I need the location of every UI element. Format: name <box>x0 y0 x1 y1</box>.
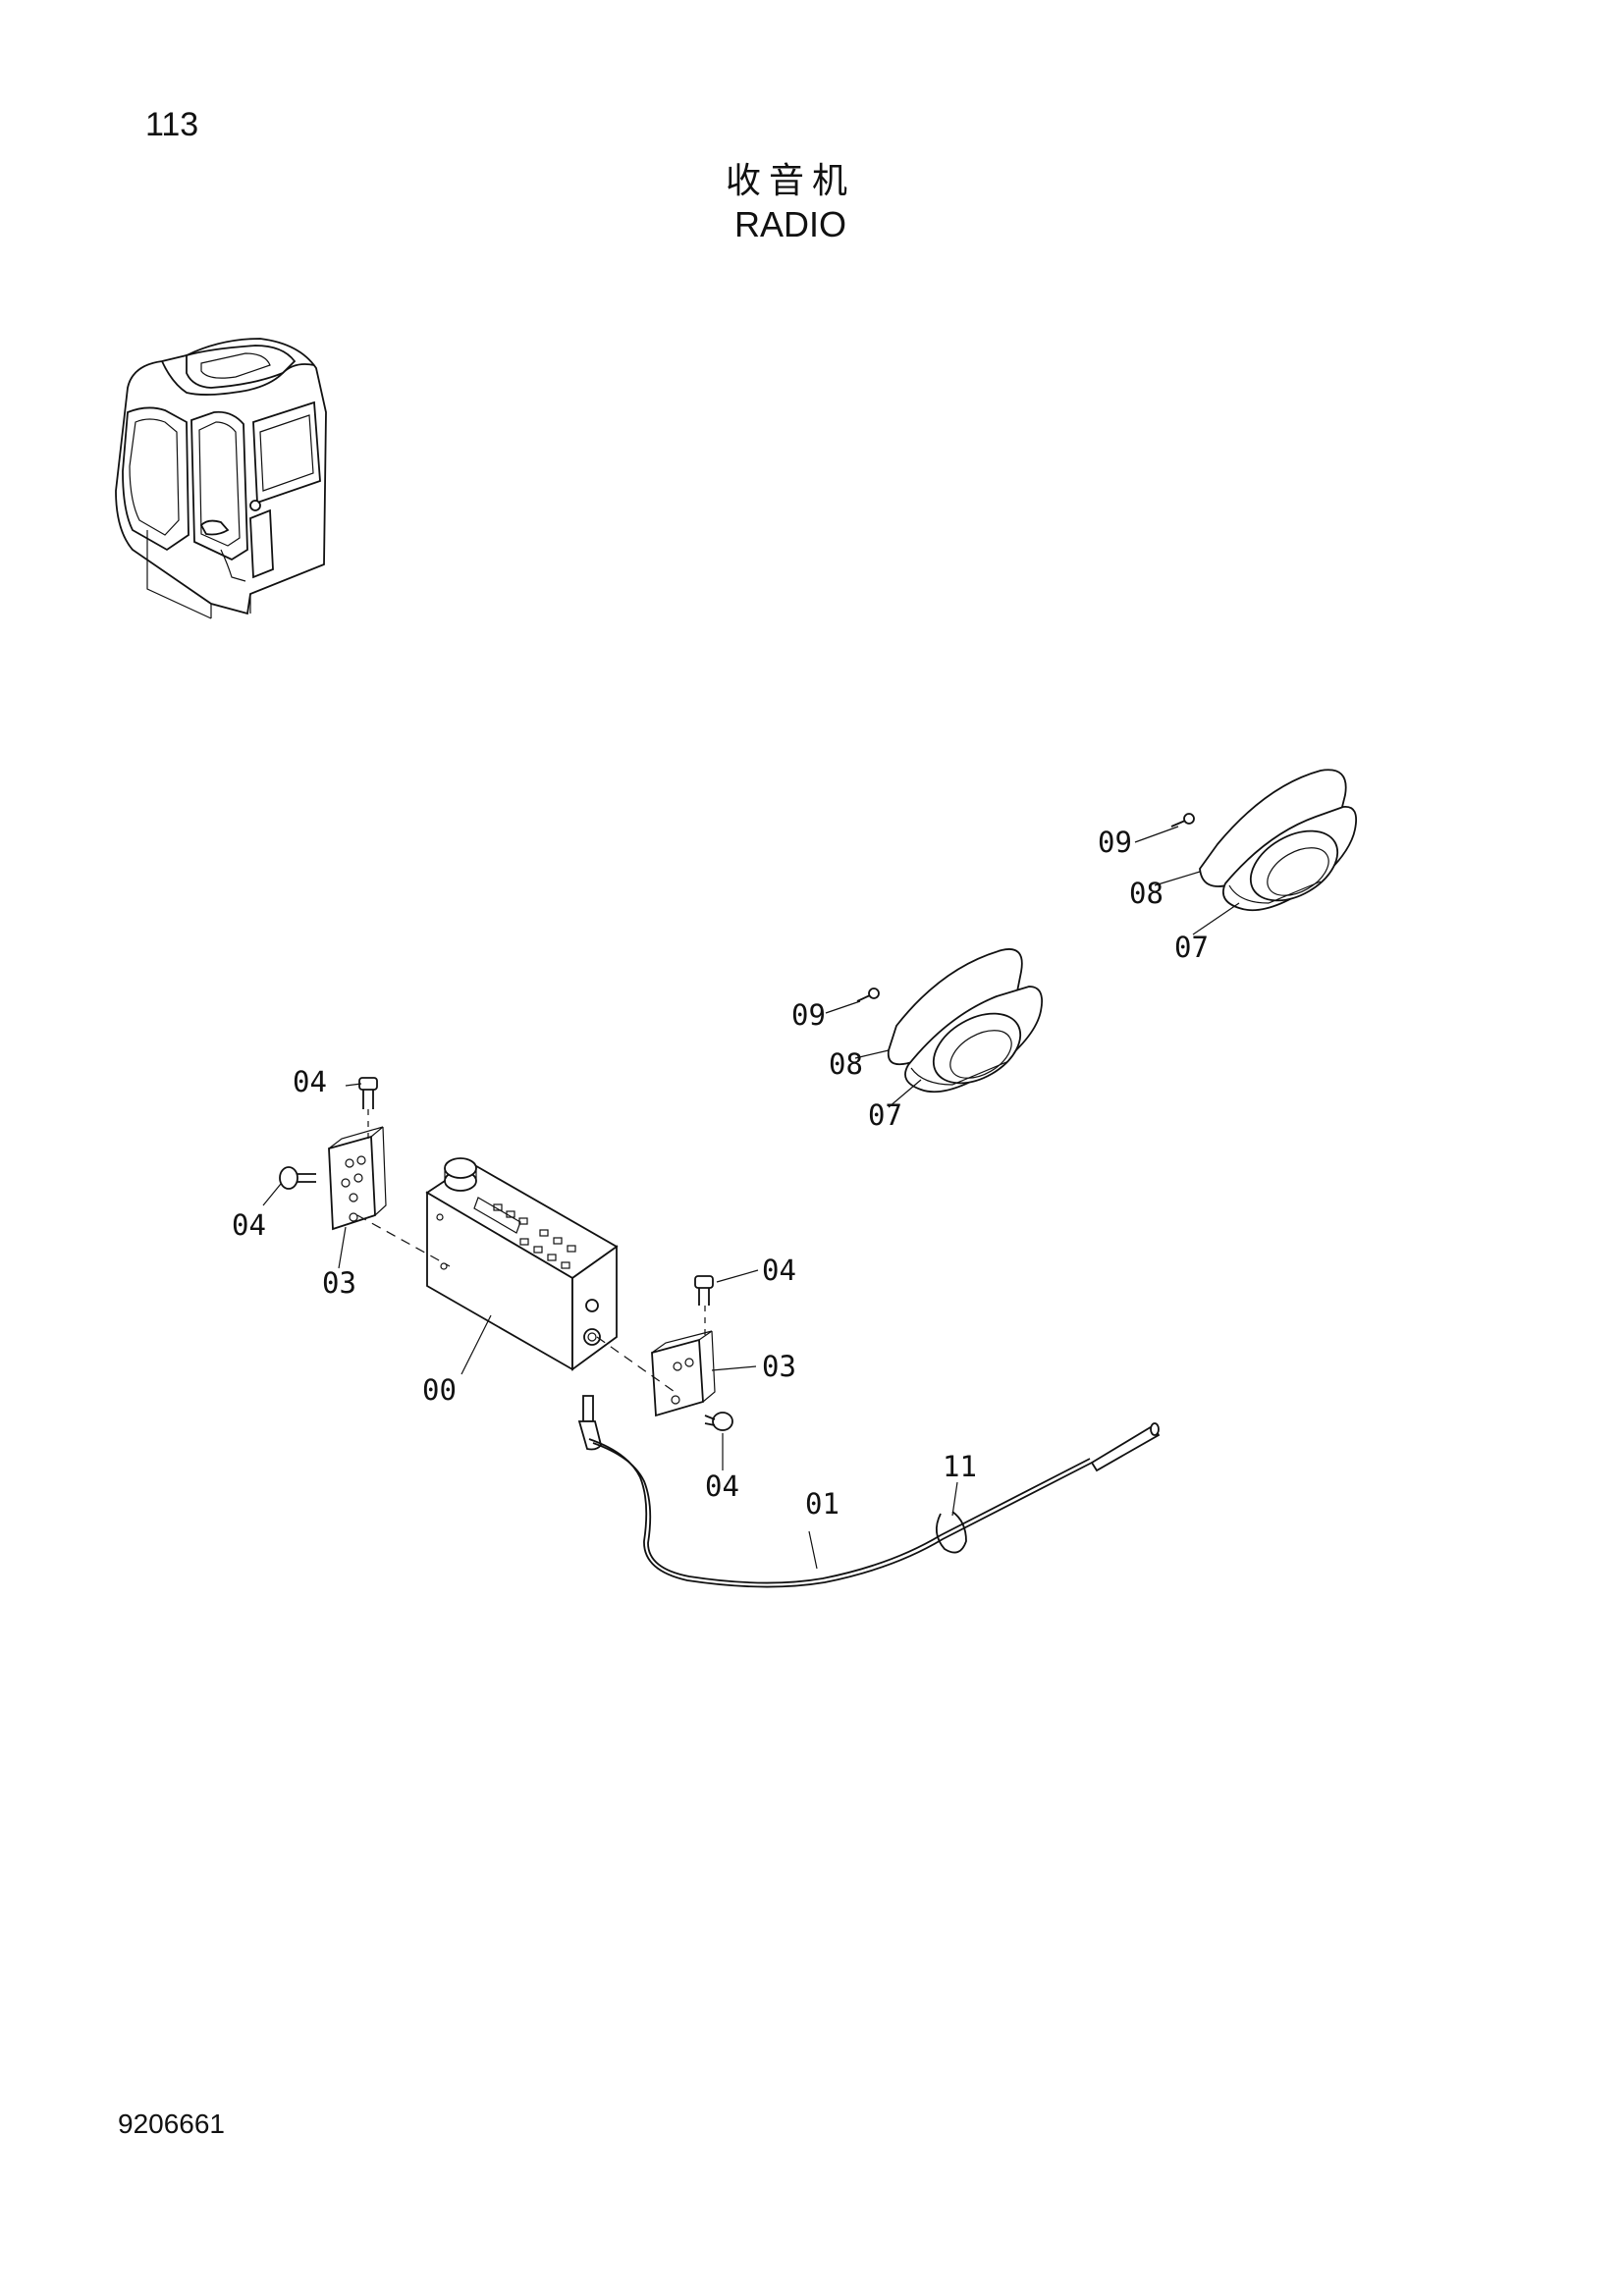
callout-speaker-cover-left: 08 <box>829 1047 863 1081</box>
bolt-top-right <box>694 1275 714 1306</box>
radio-unit <box>425 1157 619 1371</box>
callout-bolt-top-right: 04 <box>762 1254 796 1287</box>
bracket-left <box>328 1126 387 1231</box>
page-title-english: RADIO <box>733 204 846 244</box>
callout-speaker-left: 07 <box>868 1098 902 1132</box>
callout-bracket-right: 03 <box>762 1350 796 1383</box>
bolt-bottom-right <box>704 1412 733 1431</box>
callout-screw-left: 09 <box>791 998 826 1032</box>
callout-bolt-left: 04 <box>232 1208 266 1242</box>
document-number: 9206661 <box>118 2109 226 2139</box>
antenna-cable <box>577 1395 1161 1588</box>
cab-locator-illustration <box>115 338 327 619</box>
callout-radio: 00 <box>422 1373 457 1407</box>
callout-screw-right: 09 <box>1098 826 1132 859</box>
speaker-assembly-right <box>1170 769 1358 912</box>
callout-bolt-top-left: 04 <box>293 1065 327 1098</box>
callout-clamp: 11 <box>943 1450 977 1483</box>
bolt-left <box>279 1166 316 1190</box>
speaker-assembly-left <box>856 948 1044 1094</box>
page-number: 113 <box>145 106 199 143</box>
page-title-chinese: 收音机 <box>725 161 855 201</box>
callout-bracket-left: 03 <box>322 1266 356 1300</box>
bracket-right <box>651 1330 716 1417</box>
callout-speaker-cover-right: 08 <box>1129 877 1164 910</box>
cable-clamp <box>935 1511 967 1554</box>
callout-bolt-bottom-right: 04 <box>705 1469 739 1503</box>
callout-antenna-cable: 01 <box>805 1487 839 1521</box>
callout-speaker-right: 07 <box>1174 931 1209 964</box>
bolt-top-left <box>358 1077 378 1109</box>
